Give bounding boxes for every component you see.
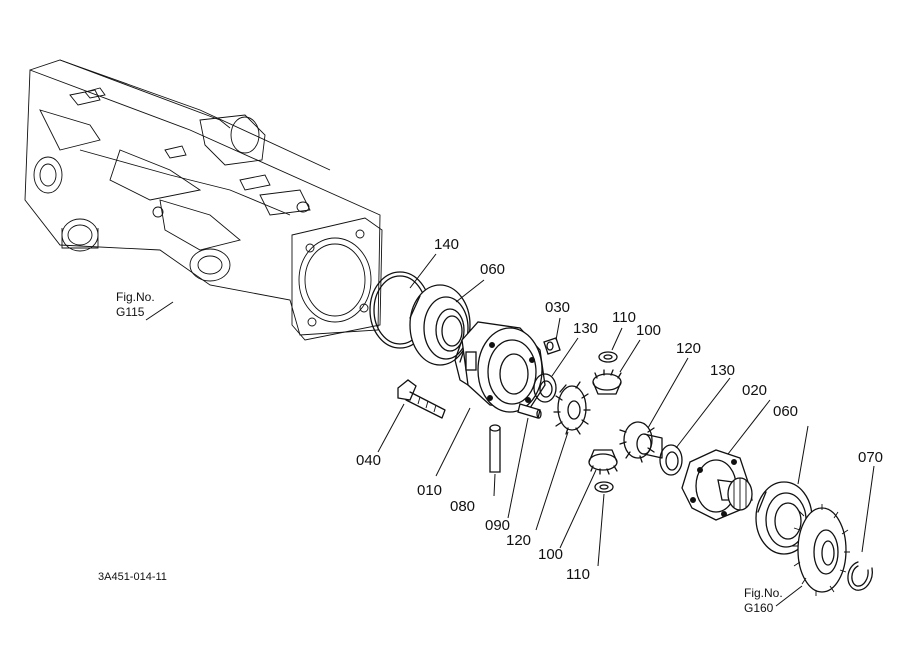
callout-label: 070 bbox=[858, 449, 883, 466]
callout-labels: Fig.No. G115 140 060 030 130 110 100 120… bbox=[98, 236, 883, 615]
callout-label: 110 bbox=[612, 309, 636, 326]
snap-ring bbox=[847, 561, 873, 591]
callout-label: 060 bbox=[773, 403, 798, 420]
ref-line1: Fig.No. bbox=[744, 586, 783, 600]
callout-label: 100 bbox=[636, 322, 661, 339]
callout-label: 080 bbox=[450, 498, 475, 515]
ball-bearing-left bbox=[409, 284, 471, 366]
callout-label: 120 bbox=[676, 340, 701, 357]
callout-label: 100 bbox=[538, 546, 563, 563]
pinion-washer-top bbox=[598, 351, 618, 363]
callout-label: 030 bbox=[545, 299, 570, 316]
callout-label: 090 bbox=[485, 517, 510, 534]
lock-pin bbox=[517, 403, 542, 419]
differential-case bbox=[454, 321, 546, 413]
drawing-code: 3A451-014-11 bbox=[98, 571, 167, 583]
callout-label: 020 bbox=[742, 382, 767, 399]
callout-label: 110 bbox=[566, 566, 590, 583]
leader-lines bbox=[145, 253, 875, 607]
callout-label: 120 bbox=[506, 532, 531, 549]
ref-line2: G160 bbox=[744, 601, 774, 615]
pinion-washer-bottom bbox=[594, 481, 614, 493]
ref-line1: Fig.No. bbox=[116, 290, 155, 304]
pinion-gear-bottom bbox=[588, 449, 618, 475]
pinion-gear-top bbox=[592, 369, 622, 395]
thrust-washer-left bbox=[533, 373, 557, 403]
callout-label: 130 bbox=[573, 320, 598, 337]
side-gear-right bbox=[619, 421, 663, 463]
thrust-washer-right bbox=[659, 444, 683, 476]
hex-bolt bbox=[397, 379, 446, 419]
ring-gear bbox=[792, 504, 850, 596]
callout-label: 010 bbox=[417, 482, 442, 499]
pinion-shaft bbox=[489, 424, 501, 473]
transmission-housing bbox=[24, 59, 383, 341]
callout-label: 130 bbox=[710, 362, 735, 379]
callout-label: 040 bbox=[356, 452, 381, 469]
side-gear-left bbox=[553, 381, 591, 435]
spring-pin bbox=[543, 337, 561, 355]
differential-case-right bbox=[681, 449, 753, 521]
callout-label: 060 bbox=[480, 261, 505, 278]
callout-label: 140 bbox=[434, 236, 459, 253]
ref-line2: G115 bbox=[116, 305, 145, 319]
